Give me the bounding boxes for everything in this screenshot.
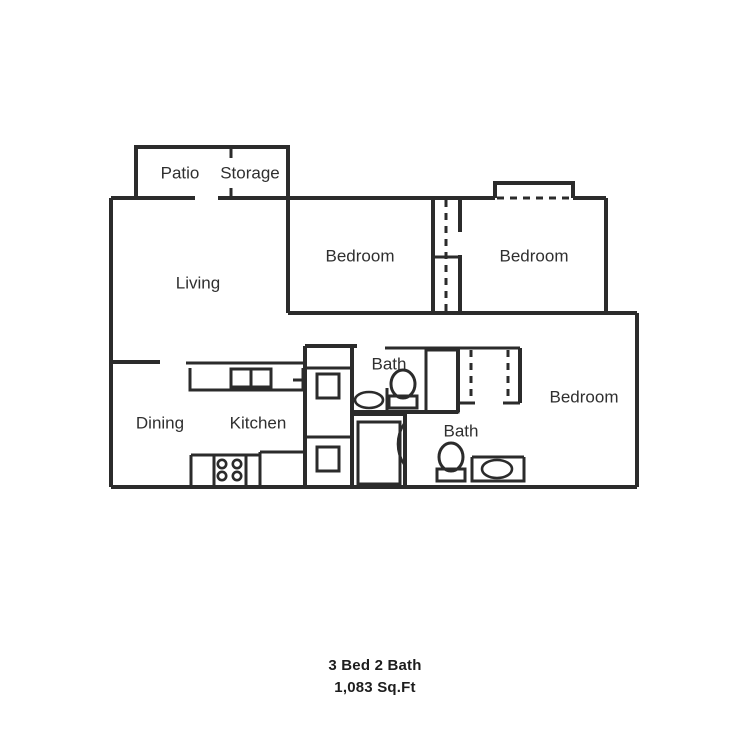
water-heater-unit xyxy=(356,420,402,486)
water-heater-closet xyxy=(352,412,407,487)
bath2-vanity-counter xyxy=(470,457,526,483)
living-bedroom-divider xyxy=(286,198,412,315)
bath1-bathtub xyxy=(424,348,460,414)
patio-storage-outline xyxy=(134,145,290,198)
room-labels: Patio Storage Living Bedroom Bedroom Bed… xyxy=(136,163,619,440)
bath1-toilet-bowl xyxy=(389,368,417,400)
bath1-sink-basin xyxy=(353,390,385,410)
plan-caption: 3 Bed 2 Bath 1,083 Sq.Ft xyxy=(328,657,421,696)
range-burner-4 xyxy=(231,470,243,482)
room-label-patio: Patio xyxy=(161,163,200,182)
room-label-bedroom-1: Bedroom xyxy=(326,246,395,265)
kitchen-sink-basin-right xyxy=(249,367,273,389)
kitchen-sink-basin-left xyxy=(229,367,253,389)
appliance-lower-square xyxy=(315,445,341,473)
caption-title: 3 Bed 2 Bath xyxy=(328,657,421,674)
range-burner-3 xyxy=(216,470,228,482)
bath2-sink-basin xyxy=(480,458,514,480)
bath-two xyxy=(435,441,526,483)
room-label-storage: Storage xyxy=(220,163,280,182)
building-outline xyxy=(109,181,639,489)
range-burner-2 xyxy=(231,458,243,470)
appliance-upper-square xyxy=(315,372,341,400)
bath2-toilet-tank xyxy=(435,467,467,483)
room-label-kitchen: Kitchen xyxy=(230,413,287,432)
bedroom2-bumpout xyxy=(493,181,575,198)
bath1-toilet-tank xyxy=(387,394,419,410)
room-label-bedroom-2: Bedroom xyxy=(500,246,569,265)
kitchen-area xyxy=(111,360,305,485)
bedroom3-closet xyxy=(458,346,522,405)
room-label-bedroom-3: Bedroom xyxy=(550,387,619,406)
bath2-toilet-bowl xyxy=(437,441,465,473)
range-burner-1 xyxy=(216,458,228,470)
caption-subtitle: 1,083 Sq.Ft xyxy=(334,679,415,696)
bedroom1-bedroom2-closet xyxy=(412,198,606,315)
room-label-bath-2: Bath xyxy=(444,421,479,440)
room-label-bath-1: Bath xyxy=(372,354,407,373)
room-label-dining: Dining xyxy=(136,413,184,432)
room-label-living: Living xyxy=(176,273,220,292)
kitchen-upper-counter xyxy=(188,368,305,392)
door-swing-arc xyxy=(396,423,406,465)
